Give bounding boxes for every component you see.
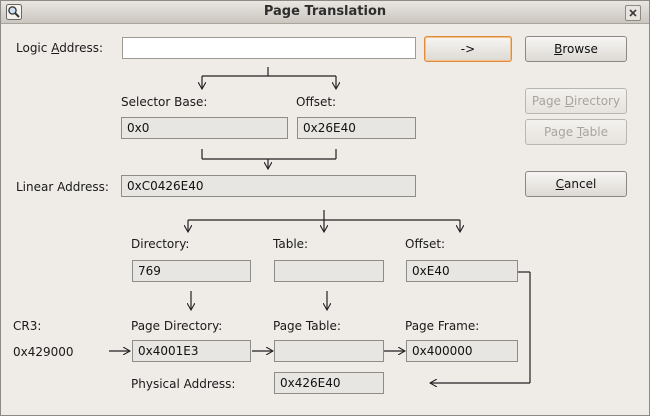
- browse-button[interactable]: Browse: [525, 36, 627, 62]
- cancel-button[interactable]: Cancel: [525, 171, 627, 197]
- cr3-value: 0x429000: [13, 345, 74, 359]
- title-bar[interactable]: Page Translation: [1, 1, 649, 24]
- page-table-field: [274, 340, 384, 362]
- table-field: [274, 260, 384, 282]
- logic-address-input[interactable]: [122, 37, 416, 59]
- page-frame-label: Page Frame:: [405, 319, 480, 333]
- close-icon: [629, 9, 637, 17]
- window-title: Page Translation: [263, 4, 387, 19]
- split-offset-field: 0xE40: [406, 260, 518, 282]
- offset-field: 0x26E40: [297, 117, 416, 139]
- linear-address-label: Linear Address:: [16, 180, 109, 194]
- selector-base-field: 0x0: [121, 117, 288, 139]
- page-directory-label: Page Directory:: [131, 319, 223, 333]
- cr3-label: CR3:: [13, 319, 42, 333]
- page-table-label: Page Table:: [273, 319, 341, 333]
- translate-button[interactable]: ->: [424, 36, 512, 62]
- close-button[interactable]: [625, 5, 641, 21]
- offset-label: Offset:: [296, 95, 337, 109]
- table-label: Table:: [273, 237, 309, 251]
- logic-address-label: Logic Address:: [16, 41, 104, 55]
- selector-base-label: Selector Base:: [121, 95, 208, 109]
- page-table-button[interactable]: Page Table: [525, 119, 627, 145]
- split-offset-label: Offset:: [405, 237, 446, 251]
- magnifier-app-icon: [6, 4, 22, 20]
- directory-label: Directory:: [131, 237, 190, 251]
- page-frame-field: 0x400000: [406, 340, 518, 362]
- physical-address-field: 0x426E40: [274, 372, 384, 394]
- page-directory-field: 0x4001E3: [132, 340, 251, 362]
- directory-field: 769: [132, 260, 251, 282]
- linear-address-field: 0xC0426E40: [121, 175, 416, 197]
- page-directory-button[interactable]: Page Directory: [525, 88, 627, 114]
- physical-address-label: Physical Address:: [131, 377, 236, 391]
